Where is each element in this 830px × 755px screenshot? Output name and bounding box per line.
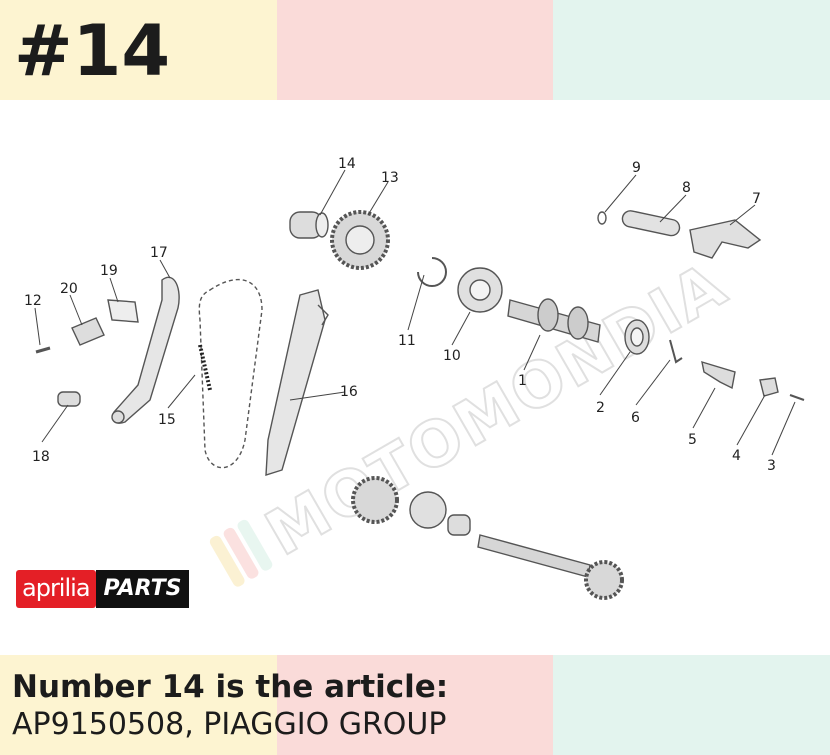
- band-mint: [553, 0, 830, 100]
- band-pink: [277, 655, 553, 755]
- part-label-7: 7: [752, 191, 761, 207]
- timing-chain: [198, 279, 263, 469]
- exploded-parts-diagram: MOTOMONDIA: [24, 156, 805, 600]
- part-label-20: 20: [60, 281, 78, 297]
- part-label-1: 1: [518, 373, 527, 389]
- circlip: [417, 257, 447, 287]
- article-caption: Number 14 is the article: AP9150508, PIA…: [12, 668, 448, 744]
- band-yellow: [0, 655, 277, 755]
- part-label-10: 10: [443, 348, 461, 364]
- brand-logo: aprilia PARTS: [16, 570, 190, 608]
- decomp-weight: [759, 377, 779, 397]
- part-labels: 14 13 9 8 7 19 17 12 20 11 10 1 16 2 6 5…: [24, 156, 776, 474]
- part-label-12: 12: [24, 293, 42, 309]
- part-label-2: 2: [596, 400, 605, 416]
- brand-name: aprilia: [16, 570, 96, 608]
- part-label-17: 17: [150, 245, 168, 261]
- part-label-16: 16: [340, 384, 358, 400]
- part-label-3: 3: [767, 458, 776, 474]
- caption-line-1: Number 14 is the article:: [12, 669, 449, 705]
- part-label-15: 15: [158, 412, 176, 428]
- chain-tensioner-arm: [111, 276, 180, 424]
- crank-gear: [584, 560, 624, 600]
- part-label-11: 11: [398, 333, 416, 349]
- part-label-13: 13: [381, 170, 399, 186]
- decomp-shaft: [701, 360, 736, 390]
- crankshaft: [477, 534, 591, 578]
- crank-sprocket: [351, 476, 399, 524]
- band-mint: [553, 655, 830, 755]
- tensioner-gasket: [107, 299, 139, 323]
- part-label-9: 9: [632, 160, 641, 176]
- caption-line-2: AP9150508, PIAGGIO GROUP: [12, 707, 447, 742]
- chain-guide: [265, 289, 326, 476]
- crank-bearing: [409, 491, 447, 529]
- footer-color-band: [0, 655, 830, 755]
- brand-parts: PARTS: [95, 570, 190, 608]
- pivot-bolt: [57, 391, 81, 407]
- band-pink: [277, 0, 553, 100]
- part-label-6: 6: [631, 410, 640, 426]
- part-label-19: 19: [100, 263, 118, 279]
- header-color-band: [0, 0, 830, 100]
- part-label-5: 5: [688, 432, 697, 448]
- part-label-18: 18: [32, 449, 50, 465]
- tensioner-body: [71, 317, 105, 346]
- band-yellow: [0, 0, 277, 100]
- part-label-14: 14: [338, 156, 356, 172]
- leader-lines: [34, 169, 796, 456]
- part-label-8: 8: [682, 180, 691, 196]
- page-title: #14: [14, 10, 171, 92]
- part-label-4: 4: [732, 448, 741, 464]
- rocker-arm: [689, 219, 762, 259]
- rocker-pin: [621, 210, 681, 237]
